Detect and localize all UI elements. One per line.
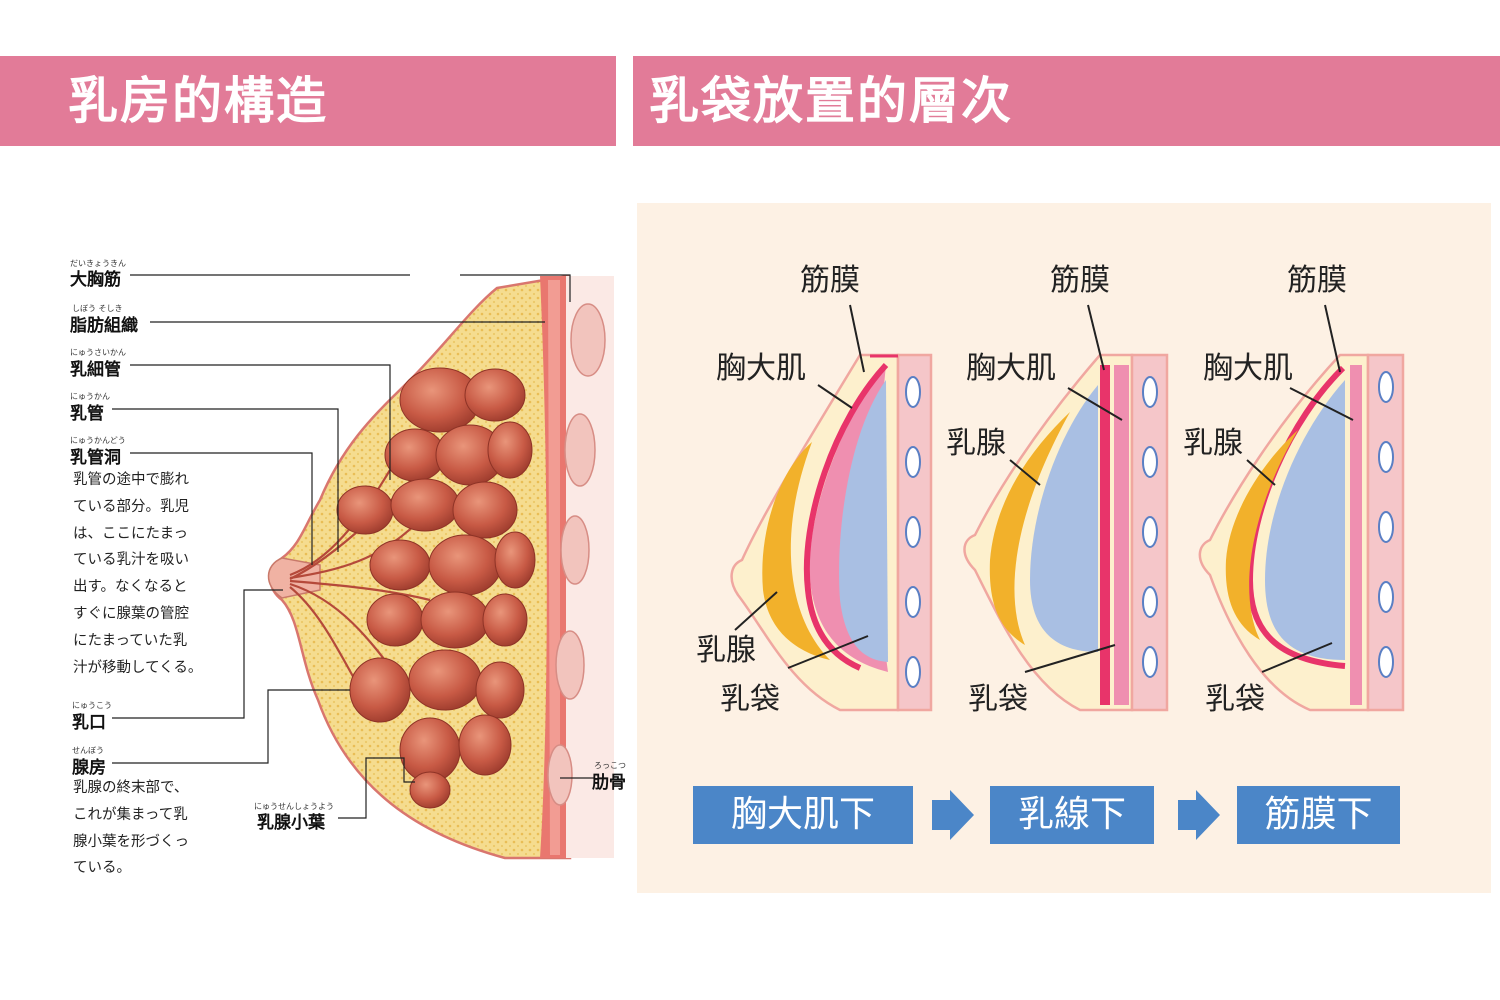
d3-fascia-label: 筋膜: [1287, 263, 1347, 298]
small-duct-label: 乳細管: [70, 360, 121, 380]
fat-label: 脂肪組織: [70, 316, 138, 336]
pectoralis-ruby: だいきょうきん: [70, 259, 126, 268]
d3-gland-label: 乳腺: [1183, 426, 1243, 461]
acinus-ruby: せんぼう: [72, 746, 104, 755]
nipple-ruby: にゅうこう: [72, 701, 112, 710]
acinus-label: 腺房: [72, 758, 106, 778]
step-subfascial: 筋膜下: [1237, 786, 1400, 844]
arrow-2: [1178, 790, 1220, 840]
fat-ruby: しぼう そしき: [72, 304, 123, 313]
d3-muscle-label: 胸大肌: [1203, 351, 1293, 386]
diagram-subfascial: [1198, 353, 1405, 712]
d1-muscle-label: 胸大肌: [716, 351, 806, 386]
step-submuscular: 胸大肌下: [693, 786, 913, 844]
rib-ruby: ろっこつ: [594, 761, 626, 770]
diagram-subglandular: [963, 353, 1169, 712]
nipple-label: 乳口: [72, 713, 106, 733]
right-title-banner: 乳袋放置的層次: [633, 56, 1500, 146]
leader-lines: [112, 274, 595, 819]
duct-label: 乳管: [70, 404, 104, 424]
implant-shape: [1265, 380, 1345, 660]
left-title-banner: 乳房的構造: [0, 56, 616, 146]
step-subglandular: 乳線下: [990, 786, 1154, 844]
sinus-ruby: にゅうかんどう: [70, 436, 126, 445]
sinus-description: 乳管の途中で膨れ ている部分。乳児 は、ここにたまっ ている乳汁を吸い 出す。な…: [73, 472, 203, 676]
pointer-lines: [734, 304, 1354, 673]
right-title: 乳袋放置的層次: [649, 72, 1013, 130]
d1-fascia-label: 筋膜: [800, 263, 860, 298]
d1-implant-label: 乳袋: [720, 682, 780, 717]
sinus-label: 乳管洞: [70, 448, 121, 468]
implant-shape: [839, 380, 888, 662]
arrow-1: [932, 790, 974, 840]
mammary-lobules: [336, 367, 536, 809]
lobule-ruby: にゅうせんしょうよう: [254, 802, 334, 811]
implant-shape: [1030, 385, 1098, 652]
acinus-description: 乳腺の終末部で、 これが集まって乳 腺小葉を形づくっ ている。: [73, 780, 189, 877]
pectoralis-label: 大胸筋: [70, 270, 121, 290]
d2-gland-label: 乳腺: [946, 426, 1006, 461]
diagram-submuscular: [730, 353, 933, 712]
d2-muscle-label: 胸大肌: [966, 351, 1056, 386]
d3-implant-label: 乳袋: [1205, 682, 1265, 717]
d1-gland-label: 乳腺: [696, 633, 756, 668]
d2-implant-label: 乳袋: [968, 682, 1028, 717]
small-duct-ruby: にゅうさいかん: [70, 348, 126, 357]
duct-ruby: にゅうかん: [70, 392, 110, 401]
ribs: [547, 303, 606, 806]
rib-label: 肋骨: [592, 773, 626, 793]
lobule-label: 乳腺小葉: [257, 813, 325, 833]
left-title: 乳房的構造: [68, 72, 328, 130]
d2-fascia-label: 筋膜: [1050, 263, 1110, 298]
